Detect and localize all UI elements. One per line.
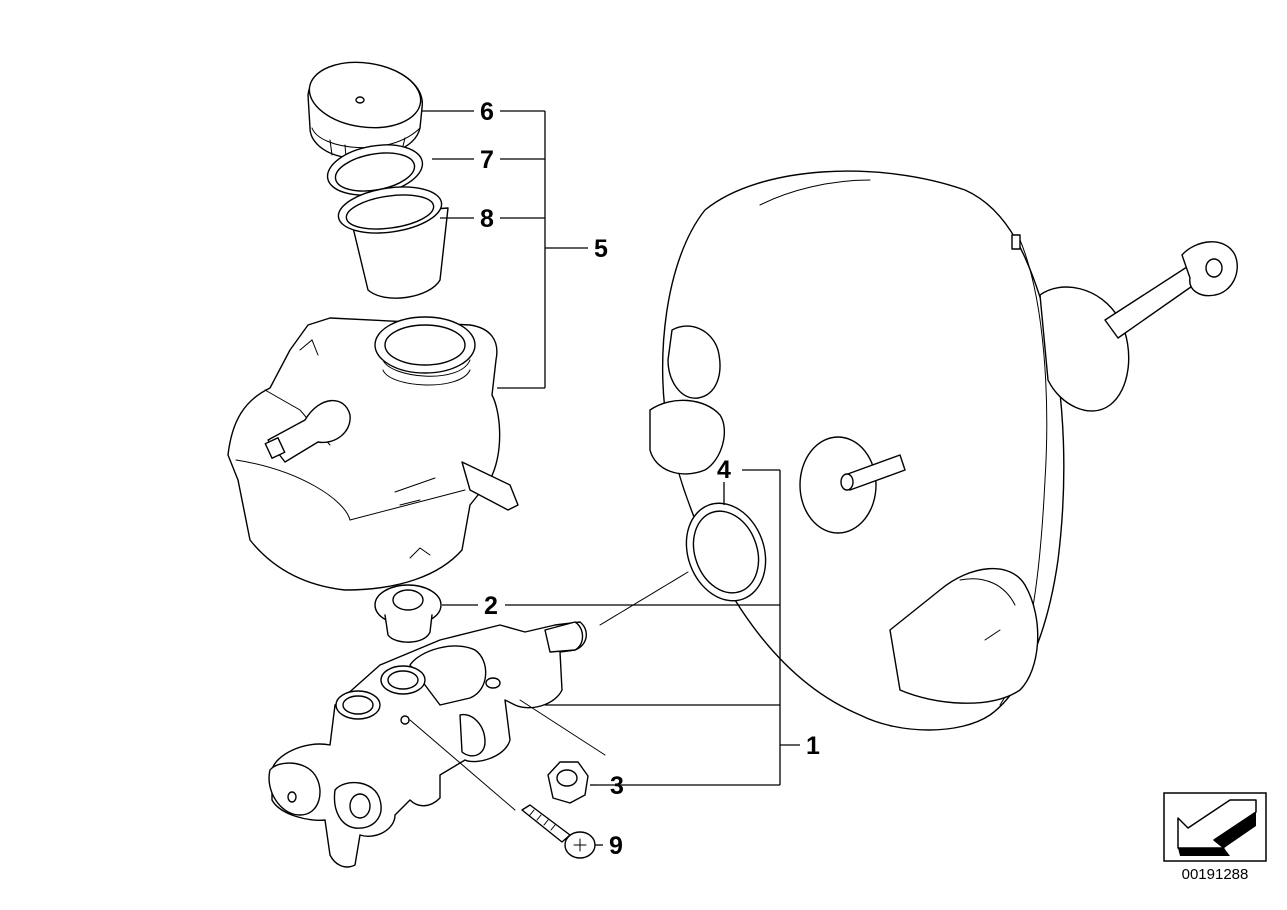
callout-9: 9 (609, 832, 623, 860)
assembly-line-nut (519, 699, 606, 756)
bolt (521, 804, 596, 859)
callout-4: 4 (717, 456, 731, 484)
callout-1: 1 (806, 732, 820, 760)
callout-6: 6 (480, 98, 494, 126)
hex-nut (547, 761, 589, 804)
assembly-line-bolt (409, 719, 516, 811)
fluid-reservoir (227, 316, 519, 591)
direction-arrow-icon (1163, 792, 1267, 862)
document-number: 00191288 (1181, 866, 1249, 883)
callout-leaders (422, 110, 800, 846)
callout-5: 5 (594, 235, 608, 263)
plug (374, 584, 442, 643)
o-ring (685, 502, 767, 602)
callout-3: 3 (610, 772, 624, 800)
callout-8: 8 (480, 205, 494, 233)
reservoir-cap (307, 61, 423, 161)
callout-7: 7 (480, 146, 494, 174)
strainer (337, 186, 449, 299)
master-cylinder (268, 621, 587, 868)
assembly-line-oring (599, 571, 689, 626)
callout-2: 2 (484, 592, 498, 620)
brake-booster (649, 170, 1238, 731)
